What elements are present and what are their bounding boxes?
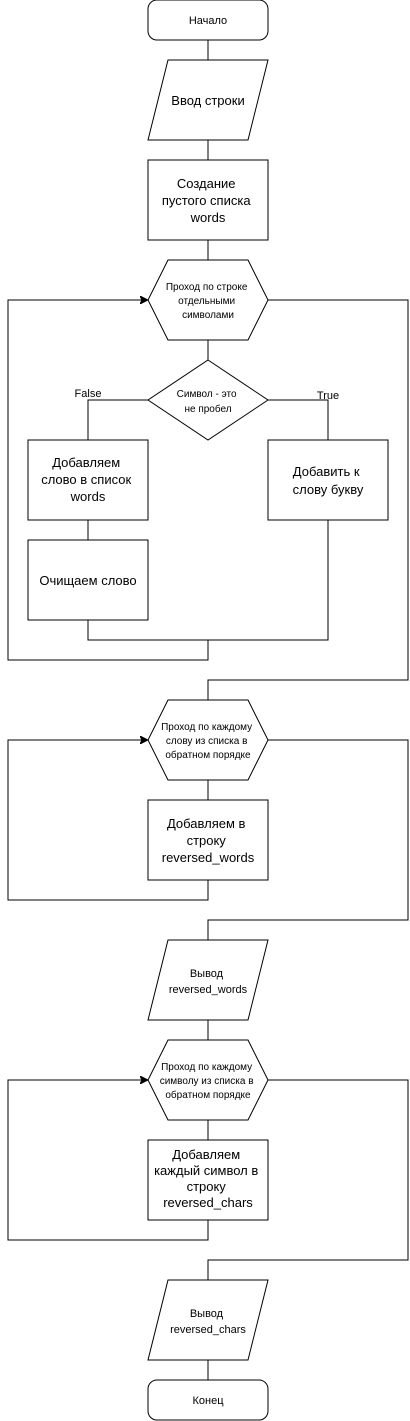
clear-word-label: Очищаем слово <box>39 573 136 588</box>
append-words-process <box>147 799 269 881</box>
start-label: Начало <box>189 15 227 27</box>
edge-loop-chars-exit <box>207 299 409 700</box>
edge-loop-words-exit <box>207 739 409 940</box>
append-words-label: Добавляем в строку reversed_words <box>162 816 255 865</box>
append-chars-process <box>147 1139 269 1221</box>
add-letter-process <box>267 439 389 521</box>
connectors <box>7 40 409 1380</box>
input-label: Ввод строки <box>171 93 244 108</box>
add-word-process <box>27 439 149 521</box>
edge-loop-symbols-exit <box>207 1079 409 1280</box>
end-terminal <box>147 1379 269 1421</box>
edge-loop-chars-back <box>7 300 209 661</box>
loop-symbols-label: Проход по каждому символу из списка в об… <box>160 1062 257 1101</box>
output-chars-parallelogram <box>147 1279 269 1361</box>
add-letter-label: Добавить к слову букву <box>293 464 364 497</box>
loop-symbols-hexagon <box>147 1039 269 1121</box>
start-terminal <box>147 0 269 41</box>
loop-chars-hexagon <box>147 259 269 341</box>
create-list-label: Создание пустого списка words <box>162 176 254 225</box>
output-words-label: Вывод reversed_words <box>169 968 248 996</box>
loop-words-hexagon <box>147 699 269 781</box>
clear-word-process <box>27 539 149 621</box>
add-word-label: Добавляем слово в список words <box>41 455 135 504</box>
loop-chars-label: Проход по строке отдельными символами <box>166 282 250 321</box>
output-chars-label: Вывод reversed_chars <box>170 1308 246 1336</box>
false-branch-label: False <box>75 388 102 400</box>
edge-check-true-branch <box>268 399 329 440</box>
edge-check-false-branch <box>87 399 148 440</box>
output-words-parallelogram <box>147 939 269 1021</box>
edge-loop-words-back <box>7 740 209 901</box>
input-parallelogram <box>147 59 269 141</box>
check-space-decision <box>147 359 269 441</box>
check-space-label: Символ - это не пробел <box>177 389 240 415</box>
end-label: Конец <box>192 1395 224 1407</box>
create-list-process <box>147 159 269 241</box>
true-branch-label: True <box>317 390 339 402</box>
loop-words-label: Проход по каждому слову из списка в обра… <box>161 722 255 761</box>
append-chars-label: Добавляем каждый символ в строку reverse… <box>154 1147 262 1210</box>
edge-loop-symbols-back <box>7 1080 209 1241</box>
